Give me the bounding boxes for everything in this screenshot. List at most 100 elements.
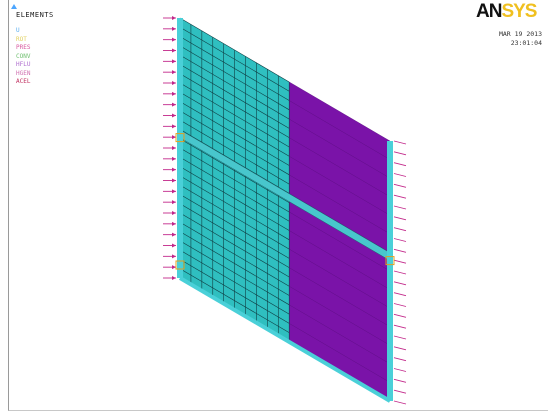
pressure-arrowhead-left — [172, 146, 176, 150]
mesh-line-horizontal — [179, 194, 290, 259]
pressure-arrowhead-left — [172, 16, 176, 20]
pressure-arrow-right — [393, 259, 407, 264]
mesh-line-horizontal — [179, 54, 290, 120]
mesh-line-purple — [289, 156, 391, 216]
pressure-arrow-right — [393, 173, 407, 177]
mesh-line-horizontal — [179, 259, 290, 324]
pressure-arrow-right — [393, 227, 407, 232]
pressure-arrowhead-left — [172, 167, 176, 172]
pressure-arrow-right — [393, 292, 407, 297]
viewport-frame — [8, 0, 548, 411]
mesh-line-purple — [289, 100, 391, 160]
pressure-arrow-right — [393, 216, 407, 221]
pressure-arrow-right — [393, 335, 407, 340]
mesh-line-horizontal — [179, 203, 290, 268]
mesh-line-horizontal — [179, 249, 290, 315]
mesh-line-purple — [289, 286, 391, 346]
mesh-line-horizontal — [179, 184, 290, 250]
pressure-arrow-right — [393, 368, 407, 372]
bottom-edge-constraints — [178, 276, 392, 403]
support-marker-icon — [175, 260, 185, 270]
mesh-line-purple — [289, 304, 391, 365]
mesh-line-horizontal — [179, 175, 290, 241]
logo-main-text: AN — [476, 1, 502, 22]
pressure-arrowhead-left — [172, 276, 176, 280]
pressure-arrow-right — [393, 389, 407, 394]
pressure-arrow-right — [393, 281, 407, 286]
mesh-line-horizontal — [179, 73, 290, 138]
pressure-arrowhead-left — [172, 221, 176, 226]
pressure-arrow-right — [393, 270, 407, 275]
mesh-line-purple — [289, 137, 391, 197]
pressure-arrowhead-left — [172, 81, 176, 85]
pressure-arrowhead-left — [172, 200, 176, 205]
mesh-line-horizontal — [179, 222, 290, 287]
pressure-arrow-right — [393, 378, 407, 383]
pressure-arrowhead-left — [172, 113, 176, 118]
timestamp-time: 23:01:04 — [510, 39, 542, 47]
mesh-line-purple — [289, 323, 391, 383]
load-legend: U ROT PRES CONV HFLU HGEN ACEL — [16, 27, 30, 87]
pressure-arrowhead-left — [172, 254, 176, 259]
mesh-line-horizontal — [179, 240, 290, 306]
pressure-arrow-right — [393, 357, 407, 362]
mesh-line-horizontal — [179, 27, 290, 92]
pressure-arrowhead-left — [172, 135, 176, 140]
mesh-line-horizontal — [179, 82, 290, 148]
pressure-arrow-right — [393, 248, 407, 253]
mesh-line-horizontal — [179, 110, 290, 176]
pressure-arrowhead-left — [172, 26, 176, 31]
support-marker-icon — [175, 133, 185, 143]
legend-item-pres: PRES — [16, 44, 31, 51]
support-marker-icon — [385, 256, 395, 266]
pressure-arrowhead-left — [172, 102, 176, 107]
mesh-line-horizontal — [179, 129, 290, 194]
mesh-line-horizontal — [179, 92, 290, 157]
pressure-arrowhead-left — [172, 232, 176, 237]
timestamp: MAR 19 2013 23:01:04 — [470, 30, 542, 48]
pressure-arrow-right — [393, 400, 407, 405]
pressure-arrowhead-left — [172, 178, 176, 183]
pressure-arrowhead-left — [172, 243, 176, 248]
pressure-arrow-right — [393, 238, 407, 242]
mesh-line-purple — [289, 81, 391, 142]
pressure-arrow-right — [393, 324, 407, 329]
logo-accent-text: SYS — [501, 1, 537, 22]
mesh-line-horizontal — [179, 212, 290, 278]
legend-item-rot: ROT — [16, 35, 27, 43]
mesh-line-horizontal — [179, 64, 290, 129]
pressure-arrow-right — [393, 303, 407, 307]
pressure-arrowhead-left — [172, 189, 176, 194]
mesh-line-horizontal — [179, 138, 290, 203]
pressure-arrowhead-left — [172, 70, 176, 75]
pressure-arrow-right — [393, 313, 407, 318]
mesh-line-horizontal — [179, 268, 290, 333]
pressure-arrowhead-left — [172, 59, 176, 64]
legend-item-hflu: HFLU — [16, 61, 31, 68]
triad-marker-icon — [11, 4, 17, 9]
mesh-line-horizontal — [179, 231, 290, 296]
pressure-arrow-right — [393, 346, 407, 351]
pressure-arrow-right — [393, 162, 407, 167]
mesh-line-purple — [289, 193, 391, 253]
legend-item-hgen: HGEN — [16, 69, 31, 77]
mesh-line-purple — [289, 267, 391, 327]
pressure-arrowhead-left — [172, 48, 176, 53]
pressure-arrow-right — [393, 140, 407, 145]
pressure-arrowhead-left — [172, 265, 176, 270]
mesh-line-horizontal — [179, 17, 290, 83]
pressure-arrow-right — [393, 194, 407, 199]
mesh-line-horizontal — [179, 119, 290, 185]
mesh-line-horizontal — [179, 147, 290, 213]
pressure-arrowhead-left — [172, 124, 176, 129]
ansys-logo: ANSYS — [476, 1, 537, 23]
plot-title: ELEMENTS — [16, 11, 54, 19]
pressure-arrowhead-left — [172, 156, 176, 161]
pressure-arrow-right — [393, 151, 407, 156]
mesh-line-horizontal — [179, 36, 290, 101]
mesh-line-purple — [289, 118, 391, 179]
mesh-line-purple — [289, 230, 391, 290]
mesh-line-purple — [289, 211, 391, 272]
